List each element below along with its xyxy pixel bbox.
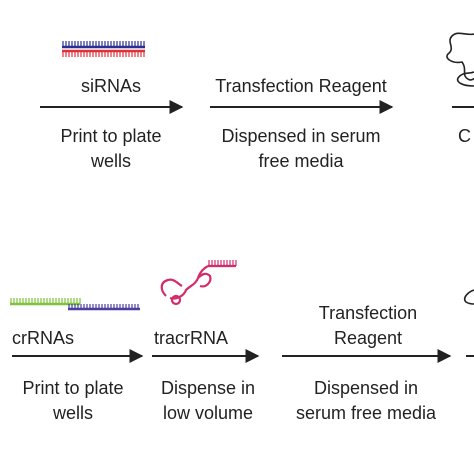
- crrnas-label: crRNAs: [12, 328, 74, 348]
- dispense-in-label: Dispense in: [160, 378, 256, 398]
- dispensed-in-label-2: Dispensed in: [313, 378, 419, 398]
- reagent-label-2: Reagent: [333, 328, 403, 348]
- transfection-reagent-label: Transfection Reagent: [215, 76, 387, 96]
- sirna-duplex-icon: [62, 41, 145, 57]
- tracrrna-label: tracrRNA: [154, 328, 229, 348]
- dispensed-serum-label: Dispensed in serum: [221, 126, 381, 146]
- serum-free-media-label: serum free media: [295, 403, 437, 423]
- cell-outline-bottom-icon: [463, 289, 474, 305]
- low-volume-label: low volume: [162, 403, 254, 423]
- cell-outline-lower-icon: [456, 71, 474, 87]
- crrna-duplex-icon: [10, 298, 140, 311]
- print-to-plate-label-2: Print to plate: [22, 378, 124, 398]
- transfection-label-2: Transfection: [318, 303, 418, 323]
- wells-label-2: wells: [52, 403, 93, 423]
- tracrrna-hairpin-icon: [160, 260, 237, 306]
- partial-step-label: C: [458, 126, 471, 146]
- print-to-plate-label: Print to plate: [60, 126, 162, 146]
- cell-outline-icon: [446, 32, 474, 81]
- wells-label: wells: [90, 151, 131, 171]
- free-media-label: free media: [258, 151, 344, 171]
- sirnas-label: siRNAs: [80, 76, 141, 96]
